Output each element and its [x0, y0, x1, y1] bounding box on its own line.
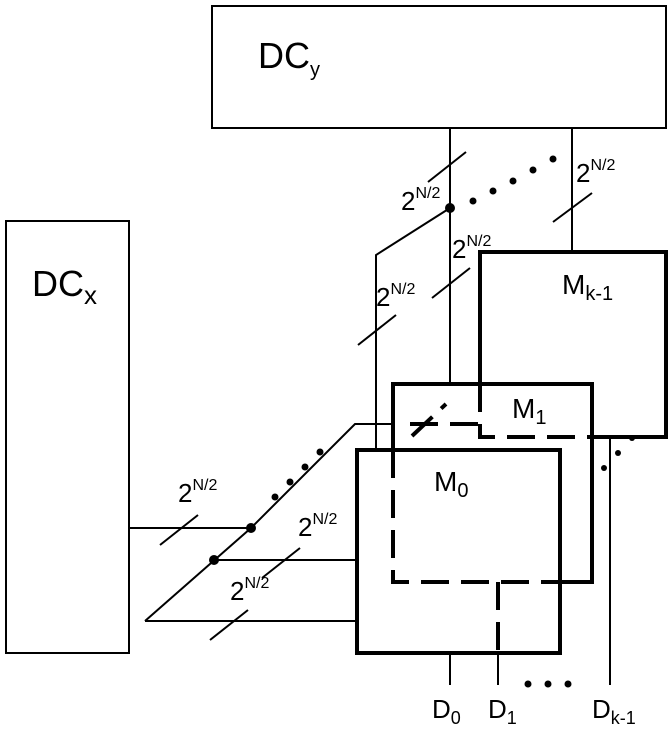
module-m1-label: M1 — [512, 393, 546, 429]
m1-hidden-edge — [391, 450, 560, 584]
bus-label-y2: 2N/2 — [452, 233, 491, 264]
tick-x2 — [261, 547, 301, 579]
dcy-label: DCy — [258, 35, 320, 81]
ellipsis-dots-x — [271, 448, 324, 501]
tick-y4 — [552, 192, 593, 223]
module-m0-label: M0 — [434, 466, 468, 502]
junction-dot-x2 — [209, 555, 219, 565]
module-m0-box — [355, 448, 562, 655]
bus-label-y3: 2N/2 — [376, 281, 415, 312]
bus-label-y1: 2N/2 — [401, 185, 440, 216]
tick-y2 — [431, 267, 471, 299]
output-label-dk1: Dk-1 — [592, 694, 636, 728]
junction-dot-x1 — [246, 523, 256, 533]
ellipsis-dots-out — [524, 435, 635, 688]
output-label-d1: D1 — [488, 694, 517, 728]
bus-label-x1: 2N/2 — [178, 477, 217, 508]
dcx-wire-m1 — [250, 423, 395, 529]
dcy-box — [211, 5, 667, 129]
mk1-hidden-edge — [478, 384, 592, 439]
junction-dot-y — [445, 203, 455, 213]
m1-diag-dash — [410, 402, 448, 438]
tick-x1 — [159, 514, 199, 546]
dcx-label: DCx — [32, 263, 97, 310]
dcx-diag — [144, 527, 252, 622]
module-mk1-label: Mk-1 — [562, 269, 613, 305]
dcy-branch-m0 — [375, 207, 451, 452]
tick-x3 — [209, 609, 249, 641]
bus-label-x2: 2N/2 — [298, 511, 337, 542]
dcx-box — [5, 220, 130, 654]
tick-y1 — [427, 151, 467, 183]
ellipsis-dots-y — [469, 155, 557, 205]
output-label-d0: D0 — [432, 694, 461, 728]
bus-label-y4: 2N/2 — [576, 157, 615, 188]
tick-y3 — [357, 314, 397, 346]
bus-label-x3: 2N/2 — [230, 575, 269, 606]
